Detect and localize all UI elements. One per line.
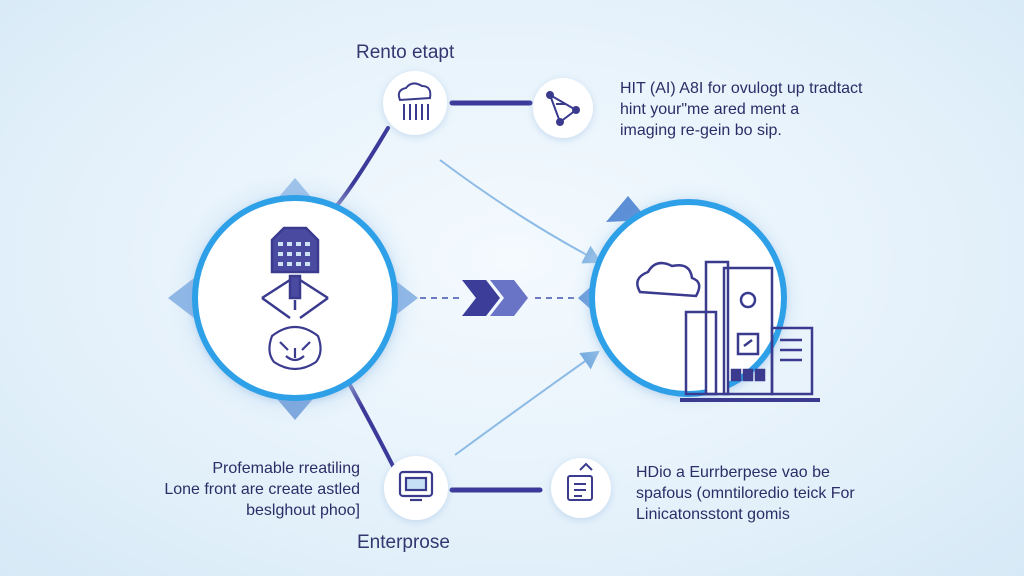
- description-line: Linicatonsstont gomis: [636, 506, 790, 523]
- cloud-server-icon: [397, 82, 432, 120]
- left-hub: [167, 170, 423, 426]
- cloud-factory-icon: [636, 260, 820, 402]
- description-top-right: HIT (AI) A8I for ovulogt up tradtact hin…: [620, 78, 862, 141]
- document-upload-icon: [567, 462, 593, 501]
- node-bottom-right: [551, 458, 611, 518]
- label-bottom: Enterprose: [357, 532, 450, 553]
- network-diagram-icon: [546, 91, 580, 126]
- hub-diamond-left: [168, 275, 198, 321]
- description-line: HIT (AI) A8I for ovulogt up tradtact: [620, 80, 863, 97]
- double-chevron-right-icon: [462, 280, 528, 316]
- label-top: Rento etapt: [356, 42, 455, 63]
- node-bottom: [384, 456, 448, 520]
- arrow-bottom-to-hub: [454, 350, 600, 456]
- description-line: imaging re-gein bo sip.: [620, 122, 782, 139]
- description-line: hint your"me ared ment a: [620, 101, 800, 118]
- node-top: [383, 71, 447, 135]
- right-hub: [570, 180, 820, 416]
- node-top-right: [533, 78, 593, 138]
- description-line: Profemable rreatiling: [212, 460, 360, 477]
- description-line: beslghout phoo]: [246, 502, 360, 519]
- description-bottom-right: HDio a Eurrberpese vao be spafous (omnti…: [636, 462, 855, 525]
- description-line: spafous (omntiloredio teick For: [636, 485, 855, 502]
- monitor-icon: [398, 470, 434, 502]
- description-bottom-left: Profemable rreatiling Lone front are cre…: [130, 458, 360, 521]
- lion-face-icon: [268, 325, 322, 371]
- description-line: HDio a Eurrberpese vao be: [636, 464, 830, 481]
- description-line: Lone front are create astled: [164, 481, 360, 498]
- arrow-top-to-hub: [439, 159, 602, 264]
- server-rack-icon: [261, 226, 329, 320]
